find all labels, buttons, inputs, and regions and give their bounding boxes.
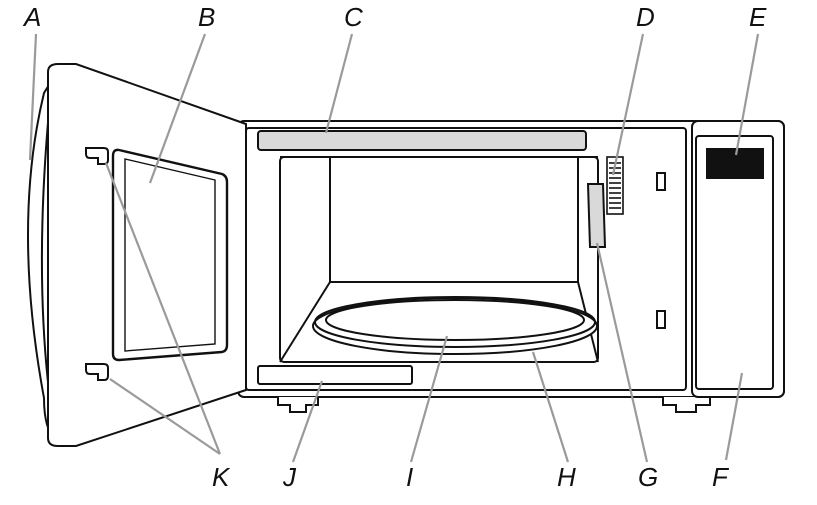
label-e: E [749, 2, 767, 32]
waveguide-cover [586, 183, 607, 248]
label-k: K [212, 462, 231, 492]
label-b: B [198, 2, 215, 32]
label-f: F [712, 462, 730, 492]
vent-grille [606, 156, 624, 215]
leader-lines [28, 33, 760, 463]
cabinet-feet [277, 397, 711, 413]
label-h: H [557, 462, 576, 492]
label-c: C [344, 2, 363, 32]
door-latch-slots [656, 172, 666, 329]
label-g: G [638, 462, 658, 492]
door [27, 63, 247, 447]
label-j: J [282, 462, 297, 492]
turntable [312, 296, 598, 355]
control-panel [691, 120, 785, 398]
rating-label-plate [257, 365, 413, 385]
label-d: D [636, 2, 655, 32]
label-i: I [406, 462, 413, 492]
label-a: A [22, 2, 41, 32]
display-window [706, 148, 764, 179]
cavity-light-cover [257, 130, 587, 151]
